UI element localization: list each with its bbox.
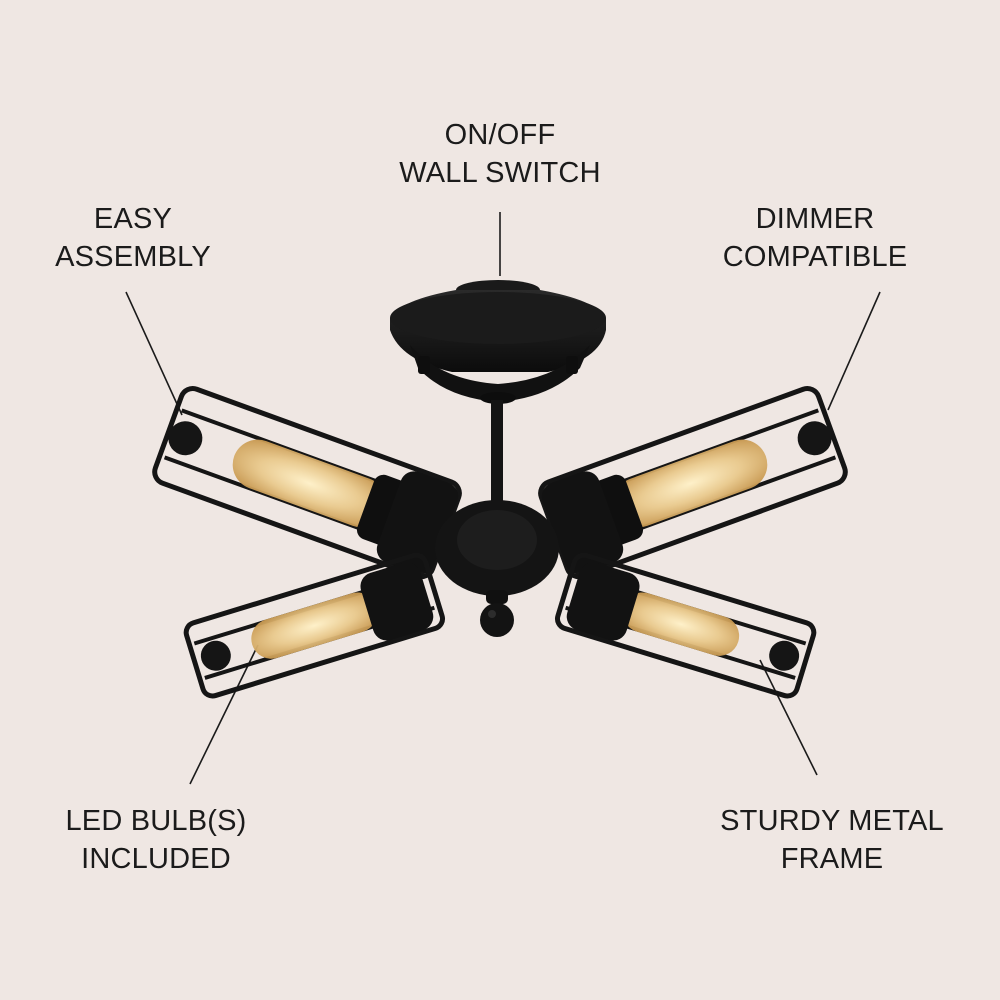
callout-metal-frame: STURDY METAL FRAME: [700, 802, 964, 878]
callout-easy-assembly-line2: ASSEMBLY: [55, 241, 211, 273]
callout-easy-assembly-line1: EASY: [93, 203, 173, 235]
callout-wall-switch-line1: ON/OFF: [444, 119, 556, 151]
ceiling-canopy: [390, 280, 606, 404]
callout-line-assembly: [125, 291, 183, 416]
callout-lines: [125, 212, 881, 785]
center-hub: [435, 500, 559, 637]
arm-upper-right: [538, 386, 848, 580]
callout-wall-switch: ON/OFF WALL SWITCH: [350, 116, 650, 192]
callout-metal-frame-line1: STURDY METAL: [720, 805, 944, 837]
bulb-upper-right: [613, 439, 768, 528]
callout-led-bulbs-line2: INCLUDED: [81, 843, 231, 875]
callout-line-frame: [759, 659, 818, 776]
arm-upper-left: [152, 386, 462, 580]
callout-led-bulbs-line1: LED BULB(S): [65, 805, 247, 837]
callout-dimmer-compatible: DIMMER COMPATIBLE: [690, 200, 940, 276]
callout-metal-frame-line2: FRAME: [780, 843, 884, 875]
bulb-lower-left: [251, 592, 378, 659]
callout-dimmer-line1: DIMMER: [755, 203, 875, 235]
callout-line-dimmer: [827, 291, 881, 411]
arm-lower-left: [183, 552, 446, 699]
arm-lower-right: [554, 552, 817, 699]
callout-wall-switch-line2: WALL SWITCH: [399, 157, 601, 189]
callout-line-bulbs: [189, 644, 259, 785]
callout-dimmer-line2: COMPATIBLE: [722, 241, 908, 273]
callout-led-bulbs: LED BULB(S) INCLUDED: [20, 802, 292, 878]
down-rod: [491, 400, 503, 508]
callout-easy-assembly: EASY ASSEMBLY: [0, 200, 266, 276]
bulb-upper-left: [232, 439, 387, 528]
bulb-lower-right: [622, 592, 740, 656]
